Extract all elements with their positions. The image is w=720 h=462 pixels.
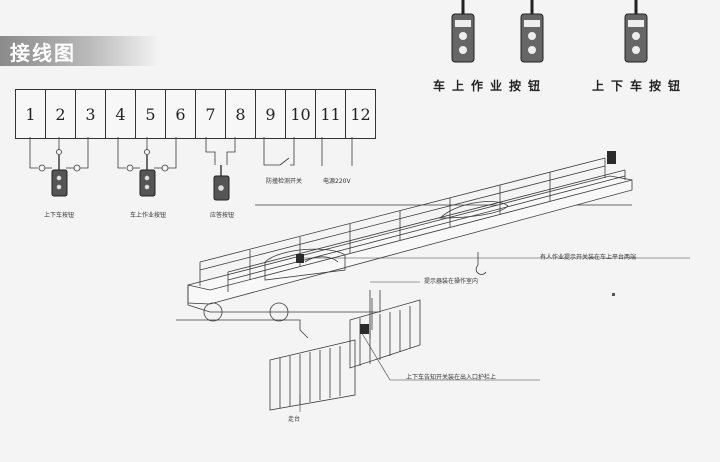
- terminal-4: 4: [105, 89, 136, 139]
- pendant-2-icon: [139, 155, 156, 197]
- pendant-photo-1-icon: [451, 0, 475, 63]
- page-title: 接线图: [10, 41, 76, 65]
- pendant-1-icon: [51, 155, 68, 197]
- terminal-12: 12: [345, 89, 376, 139]
- terminal-11: 11: [315, 89, 346, 139]
- terminal-7: 7: [195, 89, 226, 139]
- entrance-switch-icon: [360, 324, 369, 334]
- terminal-5: 5: [135, 89, 166, 139]
- pendant-photo-2-icon: [520, 0, 544, 63]
- title-banner: [0, 36, 160, 66]
- pendant-3-icon: [213, 165, 230, 201]
- label-power: 电源220V: [323, 178, 351, 185]
- label-answer-button: 应答按钮: [210, 212, 235, 219]
- heading-onboard-button: 车上作业按钮: [433, 79, 548, 93]
- heading-up-down-button: 上下车按钮: [592, 79, 688, 93]
- label-onboard-button: 车上作业按钮: [130, 212, 167, 219]
- label-up-down-button: 上下车按钮: [44, 212, 75, 219]
- terminal-2: 2: [45, 89, 76, 139]
- terminal-6: 6: [165, 89, 196, 139]
- platform-switch-2-icon: [296, 254, 304, 263]
- pendant-photo-3-icon: [624, 0, 648, 63]
- terminal-3: 3: [75, 89, 106, 139]
- terminal-1: 1: [15, 89, 46, 139]
- platform-switch-icon: [607, 151, 616, 164]
- terminal-10: 10: [285, 89, 316, 139]
- callout-walkway: 走台: [288, 416, 301, 423]
- callout-platform-switch: 有人作业提示开关装在车上平台两端: [540, 254, 637, 261]
- callout-operator-room: 提示器装在操作室内: [424, 278, 479, 285]
- label-anti-collision-switch: 防撞检测开关: [266, 178, 303, 185]
- terminal-strip: 1 2 3 4 5 6 7 8 9 10 11 12: [15, 89, 376, 139]
- callout-entrance-switch: 上下车告知开关装在出入口护栏上: [406, 374, 497, 381]
